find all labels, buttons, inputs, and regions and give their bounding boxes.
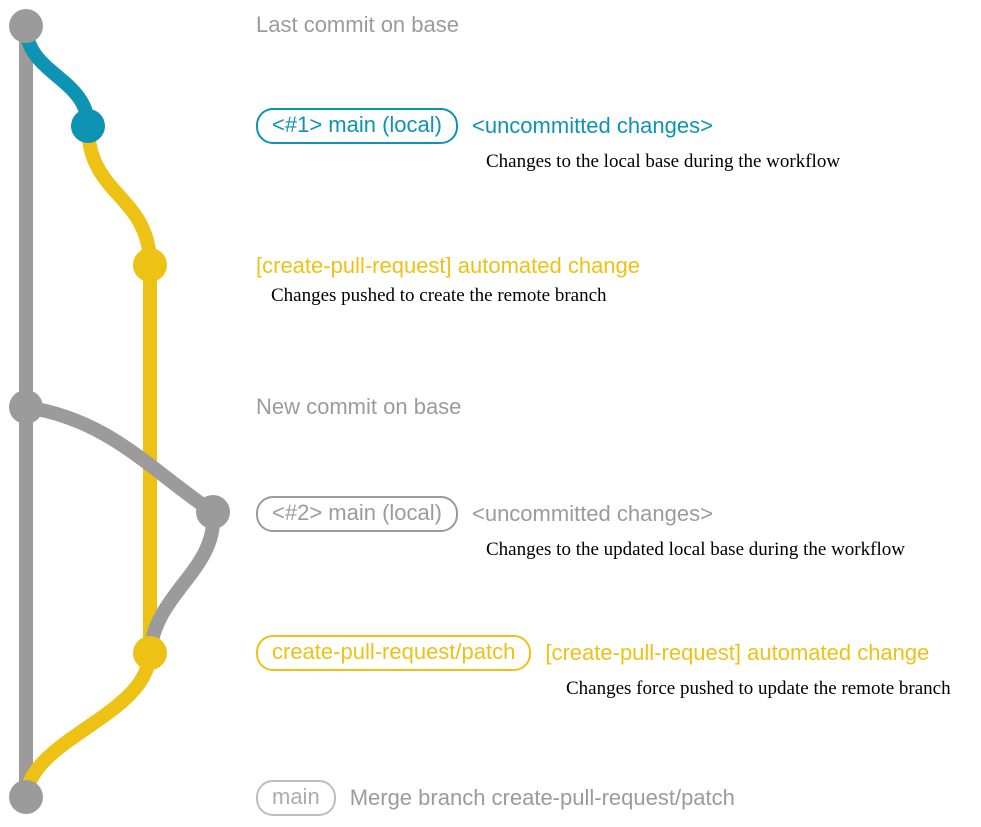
commit-subject: Merge branch create-pull-request/patch bbox=[349, 785, 735, 810]
commit-node-patch-2[interactable] bbox=[133, 636, 167, 670]
annotation-head: create-pull-request/patch [create-pull-r… bbox=[256, 635, 951, 671]
ref-badge-create-pull-request-patch[interactable]: create-pull-request/patch bbox=[256, 635, 532, 671]
edge-local1-to-patch1 bbox=[81, 119, 157, 272]
annotation-local-1: <#1> main (local) <uncommitted changes> … bbox=[256, 108, 840, 172]
commit-note: Changes to the local base during the wor… bbox=[486, 151, 841, 172]
ref-badge-local-2[interactable]: <#2> main (local) bbox=[256, 496, 458, 532]
annotation-new-commit-on-base: New commit on base bbox=[256, 395, 461, 419]
commit-node-local-2[interactable] bbox=[196, 495, 230, 529]
commit-node-local-1[interactable] bbox=[71, 109, 105, 143]
annotation-head: [create-pull-request] automated change bbox=[256, 254, 640, 278]
ref-badge-local-1[interactable]: <#1> main (local) bbox=[256, 108, 458, 144]
annotation-head: Last commit on base bbox=[256, 13, 459, 37]
commit-subject: <uncommitted changes> bbox=[471, 501, 713, 526]
commit-subject: New commit on base bbox=[256, 394, 462, 419]
annotation-patch-create: [create-pull-request] automated change C… bbox=[256, 254, 640, 307]
commit-subject: <uncommitted changes> bbox=[471, 113, 713, 138]
commit-note: Changes force pushed to update the remot… bbox=[566, 678, 951, 699]
commit-node-base-new[interactable] bbox=[9, 390, 43, 424]
edge-patch2-to-merge bbox=[19, 646, 157, 804]
annotation-patch-update: create-pull-request/patch [create-pull-r… bbox=[256, 635, 951, 699]
annotation-head: main Merge branch create-pull-request/pa… bbox=[256, 780, 735, 816]
commit-subject: Last commit on base bbox=[256, 12, 459, 37]
commit-note: Changes to the updated local base during… bbox=[486, 539, 905, 560]
edge-base-to-local2 bbox=[19, 400, 220, 519]
annotation-last-commit-on-base: Last commit on base bbox=[256, 13, 459, 37]
annotation-local-2: <#2> main (local) <uncommitted changes> … bbox=[256, 496, 905, 560]
commit-node-base-merge[interactable] bbox=[9, 780, 43, 814]
commit-node-base-top[interactable] bbox=[9, 9, 43, 43]
annotation-head: <#2> main (local) <uncommitted changes> bbox=[256, 496, 905, 532]
commit-subject: [create-pull-request] automated change bbox=[256, 253, 641, 278]
ref-badge-main[interactable]: main bbox=[256, 780, 336, 816]
edge-local2-to-patch2 bbox=[143, 505, 221, 660]
annotation-merge: main Merge branch create-pull-request/pa… bbox=[256, 780, 735, 816]
annotation-head: <#1> main (local) <uncommitted changes> bbox=[256, 108, 840, 144]
commit-subject: [create-pull-request] automated change bbox=[545, 640, 930, 665]
commit-node-patch-1[interactable] bbox=[133, 248, 167, 282]
commit-note: Changes pushed to create the remote bran… bbox=[271, 285, 607, 306]
annotation-head: New commit on base bbox=[256, 395, 461, 419]
